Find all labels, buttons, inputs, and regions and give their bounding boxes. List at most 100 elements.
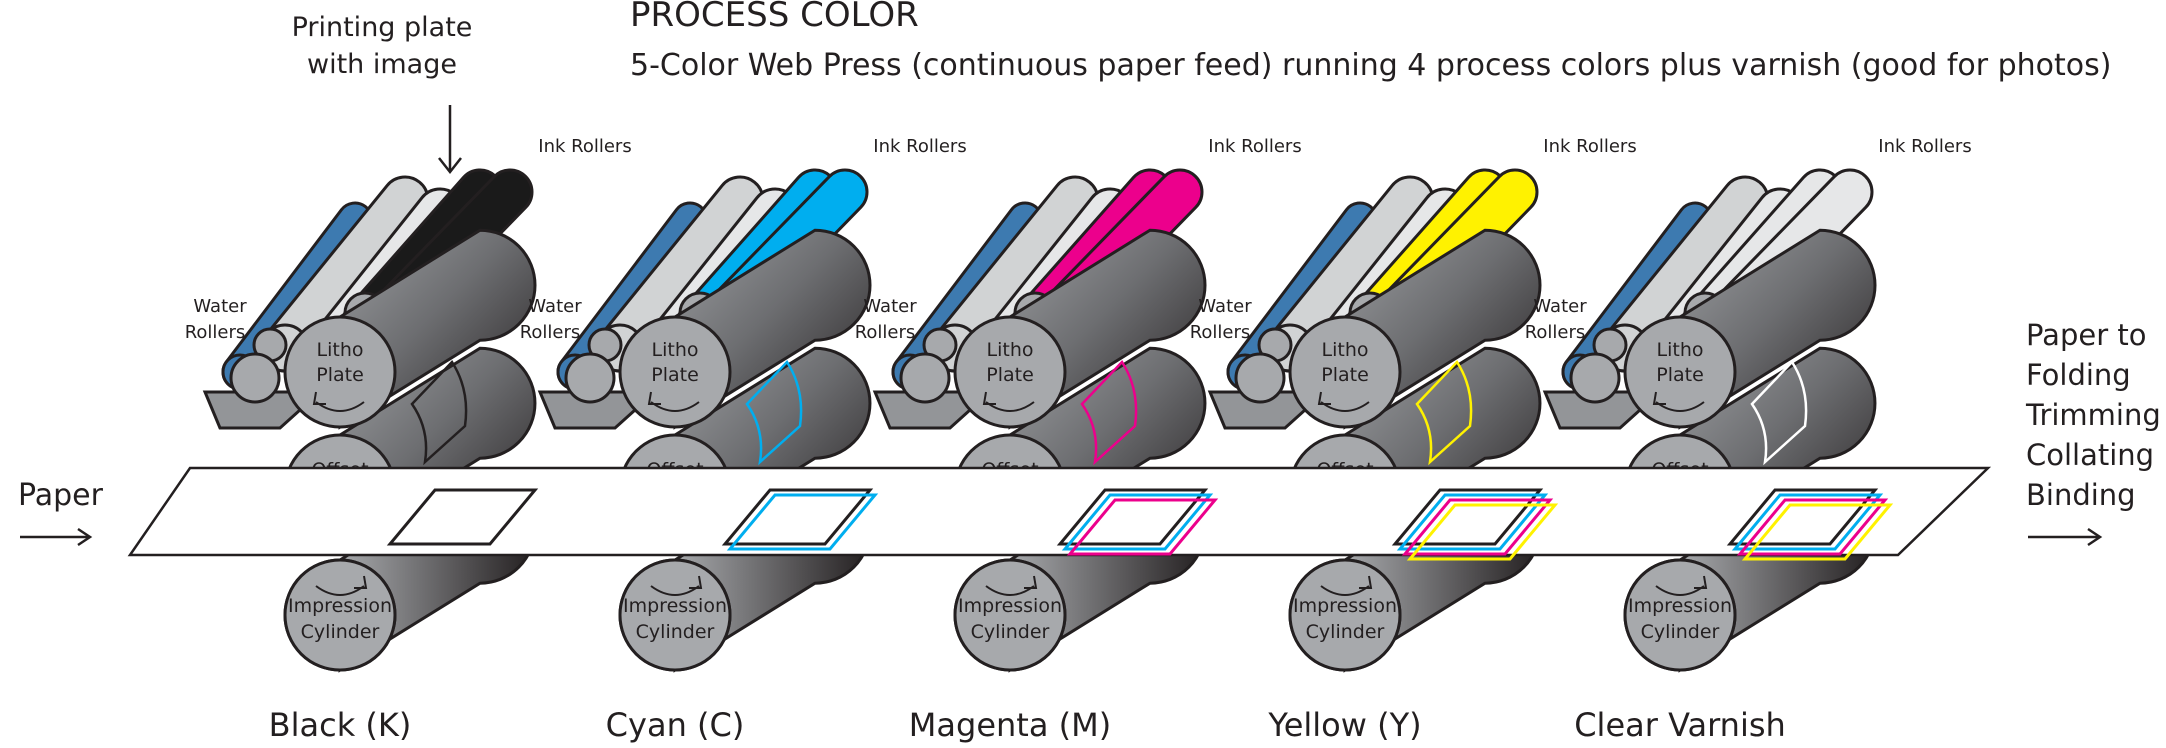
unit-label: Yellow (Y) [1267, 706, 1421, 744]
unit-label: Clear Varnish [1574, 706, 1786, 744]
impression-label-line1: Impression [288, 595, 392, 617]
impression-label-line1: Impression [623, 595, 727, 617]
litho-cylinder [618, 228, 872, 430]
printed-image [1726, 488, 1879, 546]
impression-face [283, 558, 397, 672]
litho-cylinder [283, 228, 537, 430]
impression-label-line1: Impression [1628, 595, 1732, 617]
impression-face [1623, 558, 1737, 672]
water-rollers-label-line2: Rollers [185, 322, 246, 343]
rotation-arrow [1317, 391, 1370, 412]
litho-label-line2: Plate [316, 364, 364, 386]
printed-image [1056, 488, 1209, 546]
printed-image [1731, 493, 1884, 551]
impression-face [618, 558, 732, 672]
ink-rollers-label: Ink Rollers [873, 136, 966, 157]
rotation-arrow [312, 391, 365, 412]
litho-label-line1: Litho [987, 339, 1034, 361]
printed-image [1741, 503, 1894, 561]
paper-in-arrow [20, 527, 93, 547]
paper-out-arrow [2028, 527, 2103, 547]
printed-image [721, 488, 874, 546]
litho-label-line1: Litho [1322, 339, 1369, 361]
water-tray [202, 390, 302, 430]
ink-rollers-label: Ink Rollers [1543, 136, 1636, 157]
litho-label-line2: Plate [651, 364, 699, 386]
water-tray [872, 390, 972, 430]
impression-label-line1: Impression [958, 595, 1062, 617]
plate-image [1415, 359, 1473, 466]
plate-image [410, 359, 468, 466]
press-unit: LithoPlateOffsetBlanketInk RollersWaterR… [185, 136, 632, 673]
rotation-arrow [1320, 575, 1373, 596]
paper-out-line3: Trimming [2025, 398, 2161, 432]
plate-note-line2: with image [307, 49, 457, 80]
rotation-arrow [985, 575, 1038, 596]
plate-image [1080, 359, 1138, 466]
water-tray [537, 390, 637, 430]
water-pickup-roller [229, 352, 281, 404]
water-rollers-label-line2: Rollers [520, 322, 581, 343]
litho-label-line1: Litho [317, 339, 364, 361]
printed-image [1736, 498, 1889, 556]
litho-cylinder [1288, 228, 1542, 430]
printed-image [726, 493, 879, 551]
water-rollers-label-line1: Water [863, 296, 917, 317]
unit-label: Cyan (C) [606, 706, 745, 744]
impression-label-line2: Cylinder [1641, 621, 1720, 643]
water-tray [1542, 390, 1642, 430]
printed-image [1391, 488, 1544, 546]
ink-rollers-label: Ink Rollers [538, 136, 631, 157]
unit-label: Magenta (M) [909, 706, 1111, 744]
printed-image [1061, 493, 1214, 551]
printed-image [1406, 503, 1559, 561]
water-rollers-label-line2: Rollers [1525, 322, 1586, 343]
water-pickup-roller [564, 352, 616, 404]
paper-web [127, 466, 1992, 557]
litho-label-line1: Litho [652, 339, 699, 361]
diagram-subtitle: 5-Color Web Press (continuous paper feed… [630, 48, 2111, 83]
water-rollers-label-line1: Water [193, 296, 247, 317]
diagram-title: PROCESS COLOR [630, 0, 919, 35]
impression-face [953, 558, 1067, 672]
plate-note-line1: Printing plate [292, 12, 473, 43]
litho-cylinder [1623, 228, 1877, 430]
rotation-arrow [315, 575, 368, 596]
impression-label-line2: Cylinder [301, 621, 380, 643]
water-rollers-label-line2: Rollers [1190, 322, 1251, 343]
impression-label-line2: Cylinder [1306, 621, 1385, 643]
rotation-arrow [1655, 575, 1708, 596]
printed-image [1396, 493, 1549, 551]
water-rollers-label-line1: Water [528, 296, 582, 317]
ink-rollers-label: Ink Rollers [1208, 136, 1301, 157]
litho-label-line1: Litho [1657, 339, 1704, 361]
paper-out-line4: Collating [2026, 438, 2154, 472]
impression-label-line2: Cylinder [971, 621, 1050, 643]
press-unit: LithoPlateOffsetBlanketInk RollersWaterR… [1525, 136, 1972, 673]
impression-face [1288, 558, 1402, 672]
printed-image [1401, 498, 1554, 556]
litho-label-line2: Plate [986, 364, 1034, 386]
rotation-arrow [1652, 391, 1705, 412]
water-pickup-roller [1234, 352, 1286, 404]
water-rollers-label-line2: Rollers [855, 322, 916, 343]
printed-image [386, 488, 539, 546]
water-tray [1207, 390, 1307, 430]
ink-rollers-label: Ink Rollers [1878, 136, 1971, 157]
paper-in-label: Paper [18, 478, 104, 513]
rotation-arrow [647, 391, 700, 412]
impression-label-line2: Cylinder [636, 621, 715, 643]
rotation-arrow [982, 391, 1035, 412]
paper-out-line2: Folding [2026, 358, 2131, 392]
rotation-arrow [650, 575, 703, 596]
plate-image [745, 359, 803, 466]
printed-image [1066, 498, 1219, 556]
water-pickup-roller [899, 352, 951, 404]
